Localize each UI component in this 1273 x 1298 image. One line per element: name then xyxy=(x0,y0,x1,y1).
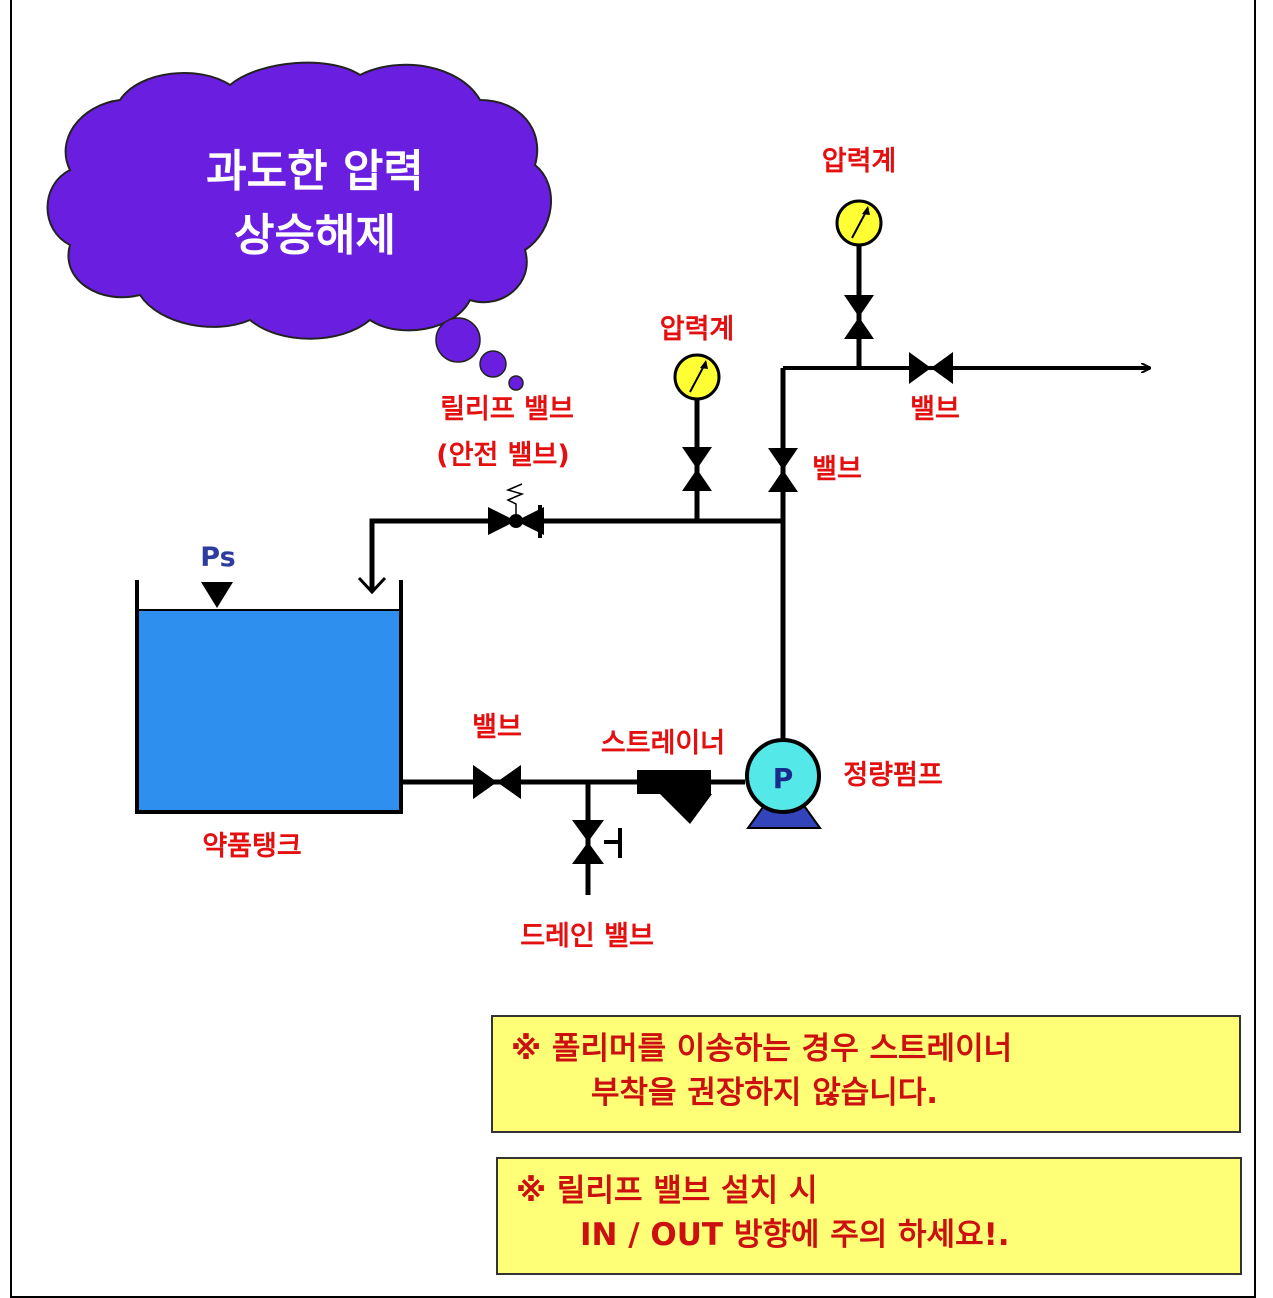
note-relief-line-1: ※ 릴리프 밸브 설치 시 xyxy=(516,1173,818,1209)
gauge-top-valve xyxy=(844,295,874,339)
note-strainer-line-1: ※ 폴리머를 이송하는 경우 스트레이너 xyxy=(511,1031,1013,1067)
liquid-level-marker xyxy=(201,582,233,608)
pressure-gauge-mid xyxy=(673,353,721,401)
pump-body xyxy=(745,738,821,814)
label-drain-valve: 드레인 밸브 xyxy=(520,921,654,952)
label-valve-suction: 밸브 xyxy=(472,712,522,743)
label-valve-outlet: 밸브 xyxy=(910,394,960,425)
label-pressure-gauge-mid: 압력계 xyxy=(660,314,735,345)
gauge-mid-valve xyxy=(682,447,712,491)
pressure-gauge-top xyxy=(835,199,883,247)
strainer xyxy=(637,770,712,824)
tank-liquid xyxy=(138,610,400,810)
label-pressure-gauge-top: 압력계 xyxy=(822,146,897,177)
thought-bubble-small xyxy=(508,375,524,391)
label-strainer: 스트레이너 xyxy=(601,728,725,759)
label-metering-pump: 정량펌프 xyxy=(843,760,942,791)
metering-pump: P xyxy=(745,738,822,829)
label-valve-riser: 밸브 xyxy=(812,454,862,485)
cloud-line-2: 상승해제 xyxy=(234,210,396,261)
thought-bubble-medium xyxy=(479,350,507,378)
label-relief-valve-safety: (안전 밸브) xyxy=(436,440,569,471)
drain-valve-handle xyxy=(604,828,622,858)
label-chemical-tank: 약품탱크 xyxy=(202,831,301,862)
relief-valve xyxy=(488,483,544,538)
label-relief-valve: 릴리프 밸브 xyxy=(440,394,574,425)
return-arrow xyxy=(357,576,387,595)
relief-spring xyxy=(505,483,525,514)
note-strainer: ※ 폴리머를 이송하는 경우 스트레이너 부착을 권장하지 않습니다. xyxy=(491,1015,1241,1133)
thought-cloud: 과도한 압력 상승해제 xyxy=(46,61,552,391)
thought-bubble-large xyxy=(435,317,481,363)
note-relief-valve: ※ 릴리프 밸브 설치 시 IN / OUT 방향에 주의 하세요!. xyxy=(496,1157,1242,1275)
outlet-valve xyxy=(909,352,953,384)
suction-valve xyxy=(473,765,521,799)
chemical-tank xyxy=(135,580,403,814)
drain-valve xyxy=(572,820,622,864)
cloud-line-1: 과도한 압력 xyxy=(206,146,424,197)
pump-symbol: P xyxy=(773,762,794,795)
label-tank-pressure: Ps xyxy=(200,542,235,573)
relief-return-pipe xyxy=(369,518,783,590)
riser-valve xyxy=(768,448,798,492)
note-relief-line-2: IN / OUT 방향에 주의 하세요!. xyxy=(580,1217,1010,1253)
note-strainer-line-2: 부착을 권장하지 않습니다. xyxy=(591,1075,939,1111)
